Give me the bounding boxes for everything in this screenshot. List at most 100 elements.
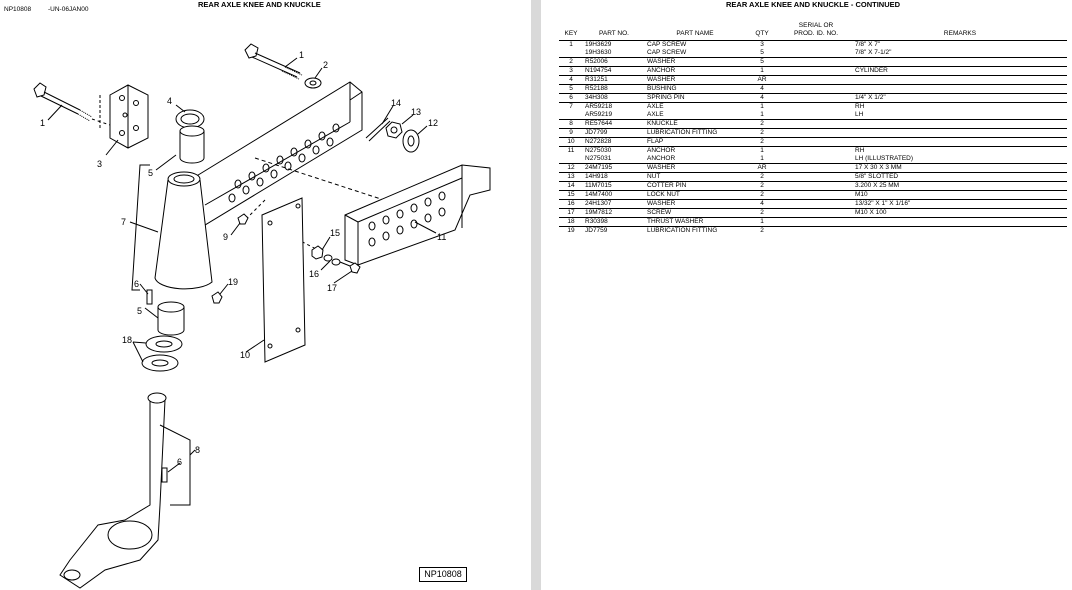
cell-part-no: N275031: [585, 155, 612, 162]
cell-remarks: 7/8" X 7": [853, 40, 1067, 49]
cell-qty: 4: [745, 84, 779, 94]
cell-part-no: AR59218: [583, 102, 645, 111]
cell-qty: AR: [745, 163, 779, 173]
cell-remarks: [853, 119, 1067, 129]
cell-qty: 1: [745, 66, 779, 76]
cell-key: 18: [559, 217, 583, 227]
cell-qty: 1: [745, 146, 779, 155]
callout-6-upper: 6: [134, 279, 139, 289]
cell-qty: 2: [745, 172, 779, 182]
callout-5-lower: 5: [137, 306, 142, 316]
cell-part-no: 19M7812: [583, 208, 645, 218]
cell-qty: 2: [745, 208, 779, 218]
cell-key: 3: [559, 66, 583, 76]
cell-qty: 5: [745, 57, 779, 67]
cell-key: 12: [559, 163, 583, 173]
callout-5-upper: 5: [148, 168, 153, 178]
cell-remarks: 7/8" X 7-1/2": [855, 49, 892, 56]
exploded-parts-diagram: 1 3 4 5 7 9 1 2 14 13 12 11 15 16 17 19 …: [33, 43, 491, 589]
cell-remarks: LH: [855, 111, 864, 118]
cell-qty: AR: [745, 75, 779, 85]
cell-qty: 1: [760, 155, 764, 162]
callout-10: 10: [240, 350, 250, 360]
callout-15: 15: [330, 228, 340, 238]
cell-part-no: 19H3630: [585, 49, 612, 56]
callout-1-left: 1: [40, 118, 45, 128]
cell-serial: [779, 146, 853, 155]
figure-tag: NP10808: [419, 567, 467, 582]
cell-part-no: 24H1307: [583, 199, 645, 209]
cell-key: 19: [559, 226, 583, 235]
callout-1-top: 1: [299, 50, 304, 60]
cell-qty: 1: [760, 111, 764, 118]
cell-key: 7: [559, 102, 583, 111]
cell-remarks: M10: [853, 190, 1067, 200]
knuckle: [59, 392, 167, 589]
cell-key: [559, 155, 583, 164]
cell-serial: [779, 181, 853, 191]
cell-remarks: [853, 217, 1067, 227]
col-part-no: PART NO.: [599, 30, 629, 37]
cell-remarks: [853, 84, 1067, 94]
cell-remarks: M10 X 100: [853, 208, 1067, 218]
cell-key: 1: [559, 40, 583, 49]
cell-part-no: 14H918: [583, 172, 645, 182]
cell-part-no: R52188: [583, 84, 645, 94]
flap: [261, 197, 306, 363]
cell-qty: 3: [745, 40, 779, 49]
cell-key: 17: [559, 208, 583, 218]
col-remarks: REMARKS: [943, 30, 977, 37]
col-serial-line2: PROD. ID. NO.: [793, 30, 839, 37]
cell-serial: [779, 57, 853, 67]
cell-key: 9: [559, 128, 583, 138]
cell-serial: [779, 155, 853, 164]
cell-part-name: WASHER: [645, 57, 745, 67]
right-anchor: [344, 164, 491, 266]
cell-part-name: SCREW: [645, 208, 745, 218]
cell-part-no: JD7759: [583, 226, 645, 235]
cell-part-no: AR59219: [585, 111, 613, 118]
cell-serial: [779, 66, 853, 76]
cell-serial: [779, 119, 853, 129]
callout-7: 7: [121, 217, 126, 227]
cell-qty: 2: [745, 128, 779, 138]
cell-serial: [779, 102, 853, 111]
cell-part-name: BUSHING: [645, 84, 745, 94]
cell-remarks: 3.200 X 25 MM: [853, 181, 1067, 191]
cell-part-no: R31251: [583, 75, 645, 85]
cell-key: 16: [559, 199, 583, 209]
cell-part-no: R52006: [583, 57, 645, 67]
cell-serial: [779, 226, 853, 235]
cell-part-no: 19H3629: [583, 40, 645, 49]
cell-remarks: 13/32" X 1" X 1/16": [853, 199, 1067, 209]
cell-part-no: R30398: [583, 217, 645, 227]
cell-part-name: CAP SCREW: [645, 40, 745, 49]
col-serial: SERIAL OR PROD. ID. NO.: [779, 22, 853, 41]
cell-serial: [779, 75, 853, 85]
cell-serial: [779, 111, 853, 120]
callout-14: 14: [391, 98, 401, 108]
cell-part-no: 34H308: [583, 93, 645, 103]
cap-screw-left: [33, 82, 93, 122]
cell-remarks: [853, 226, 1067, 235]
callout-11: 11: [437, 232, 446, 242]
axle-beam: [189, 81, 363, 231]
cell-qty: 4: [745, 199, 779, 209]
cell-part-name: ANCHOR: [645, 146, 745, 155]
cell-qty: 4: [745, 93, 779, 103]
cell-serial: [779, 208, 853, 218]
cell-serial: [779, 199, 853, 209]
cell-qty: 2: [745, 190, 779, 200]
cell-remarks: 17 X 30 X 3 MM: [853, 163, 1067, 173]
cell-key: [559, 49, 583, 58]
